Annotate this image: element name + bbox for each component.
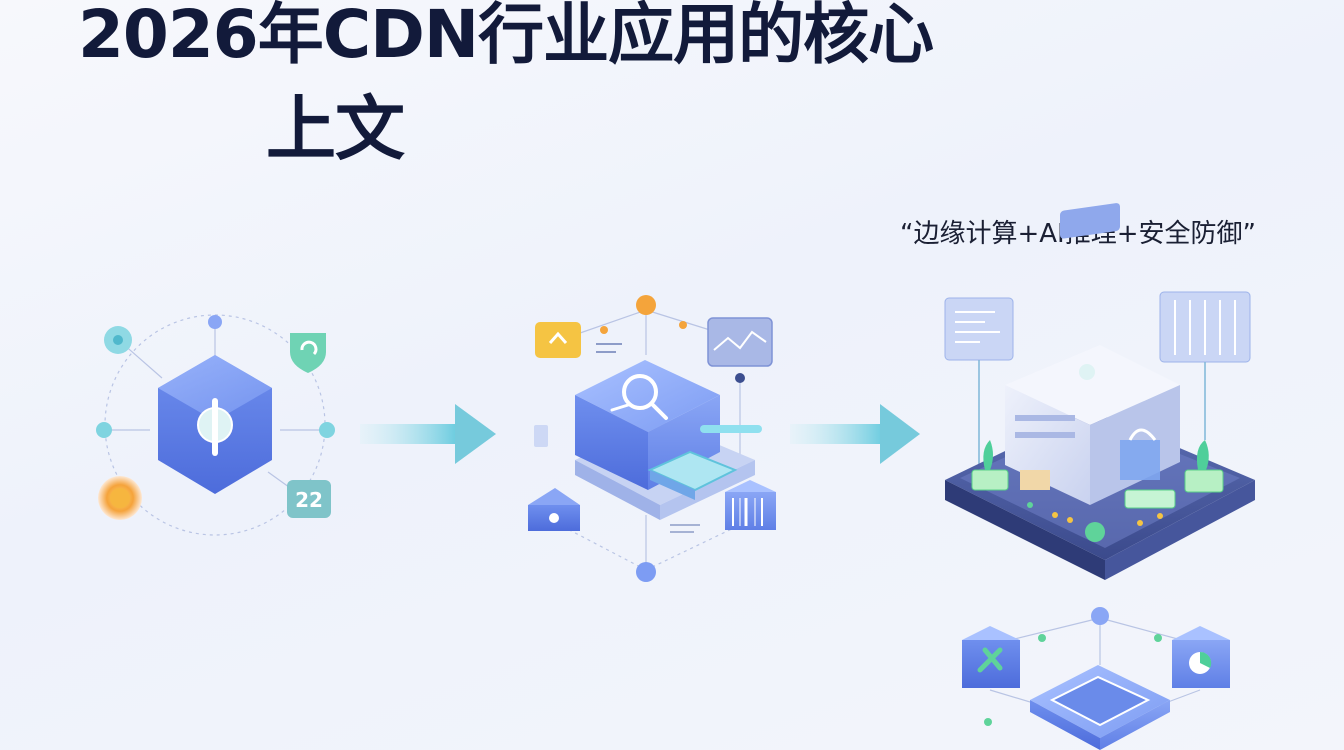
node-dot bbox=[735, 373, 745, 383]
node-dot bbox=[1038, 634, 1046, 642]
edge-building-icon bbox=[944, 203, 1255, 580]
group-processing-node bbox=[528, 295, 776, 582]
warning-card-icon bbox=[535, 322, 581, 358]
node-dot bbox=[208, 315, 222, 329]
badge-number: 22 bbox=[295, 488, 323, 512]
server-panel-icon bbox=[1159, 291, 1251, 440]
chart-panel-icon bbox=[707, 317, 773, 367]
badge-22-icon: 22 bbox=[287, 480, 331, 518]
node-dot bbox=[1091, 607, 1109, 625]
arrow-right-icon bbox=[790, 404, 920, 464]
dashes-icon bbox=[596, 343, 622, 353]
node-dot bbox=[679, 321, 687, 329]
data-panel-icon bbox=[944, 297, 1014, 470]
node-dot bbox=[984, 718, 992, 726]
page-title-line-1: 2026年CDN行业应用的核心 bbox=[78, 0, 934, 73]
node-dot bbox=[319, 422, 335, 438]
side-block bbox=[534, 425, 548, 447]
sun-node-icon bbox=[98, 476, 142, 520]
chart-cube-icon bbox=[1172, 626, 1230, 688]
network-chip-icon bbox=[1030, 665, 1170, 750]
node-dot bbox=[600, 326, 608, 334]
camera-box-icon bbox=[528, 488, 580, 531]
gear-cube-icon bbox=[962, 626, 1020, 688]
group-network-node bbox=[962, 607, 1230, 750]
group-security-node: 22 bbox=[96, 314, 335, 536]
node-dot bbox=[96, 422, 112, 438]
barcode-cube-icon bbox=[725, 480, 776, 530]
hexagon-lock-icon bbox=[158, 355, 272, 494]
page-title-line-2: 上文 bbox=[266, 88, 405, 170]
network-chip-icon bbox=[647, 425, 762, 500]
node-dot bbox=[1154, 634, 1162, 642]
node-dot bbox=[636, 295, 656, 315]
target-node-icon bbox=[104, 326, 132, 354]
arrow-right-icon bbox=[360, 404, 496, 464]
shield-icon bbox=[290, 333, 326, 373]
node-dot bbox=[636, 562, 656, 582]
